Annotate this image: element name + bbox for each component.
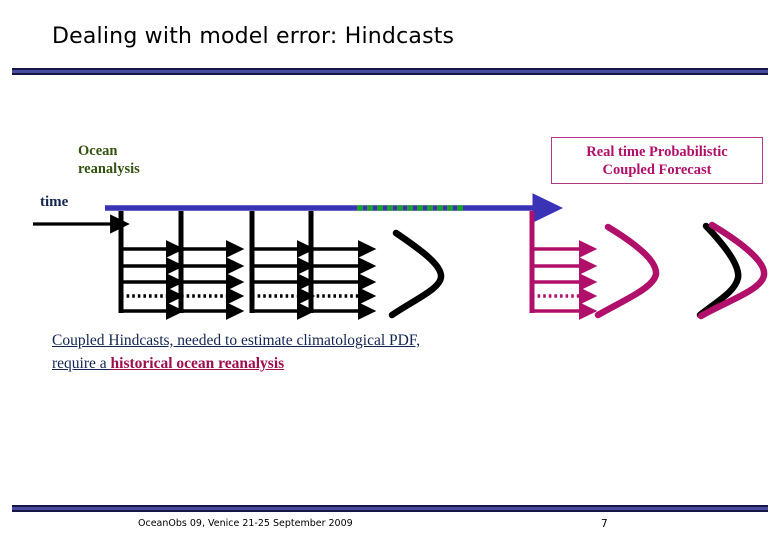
ocean-reanalysis-label: Ocean reanalysis bbox=[78, 142, 198, 178]
realtime-forecast-box: Real time Probabilistic Coupled Forecast bbox=[551, 137, 763, 184]
divider-bottom bbox=[12, 505, 768, 512]
hindcast-group-1 bbox=[118, 211, 185, 320]
hindcast-pdf-curve bbox=[388, 229, 445, 319]
forecast-group-1 bbox=[529, 211, 598, 320]
caption-line2-emphasis: historical ocean reanalysis bbox=[110, 355, 285, 372]
realtime-forecast-box-text: Real time Probabilistic Coupled Forecast bbox=[586, 143, 728, 179]
forecast-pdf-curve-2-black-overlay bbox=[696, 222, 742, 319]
caption-text: Coupled Hindcasts, needed to estimate cl… bbox=[52, 329, 522, 375]
realtime-forecast-line1: Real time Probabilistic bbox=[586, 143, 728, 160]
hindcast-group-4 bbox=[308, 211, 377, 320]
ocean-reanalysis-label-line2: reanalysis bbox=[78, 161, 140, 177]
time-axis-label: time bbox=[40, 194, 69, 210]
caption-line1: Coupled Hindcasts, needed to estimate cl… bbox=[52, 332, 421, 349]
ocean-reanalysis-label-line1: Ocean bbox=[78, 143, 118, 159]
divider-top bbox=[12, 68, 768, 75]
forecast-pdf-curve-2 bbox=[697, 221, 768, 320]
footer-page-number: 7 bbox=[601, 518, 608, 530]
caption-line2-prefix: require a bbox=[52, 355, 111, 372]
page-title: Dealing with model error: Hindcasts bbox=[52, 24, 455, 49]
realtime-forecast-line2: Coupled Forecast bbox=[602, 161, 712, 178]
hindcast-group-2 bbox=[178, 211, 245, 320]
footer-conference: OceanObs 09, Venice 21-25 September 2009 bbox=[138, 518, 353, 529]
forecast-pdf-curve-1 bbox=[594, 223, 660, 319]
hindcast-group-3 bbox=[249, 211, 316, 320]
